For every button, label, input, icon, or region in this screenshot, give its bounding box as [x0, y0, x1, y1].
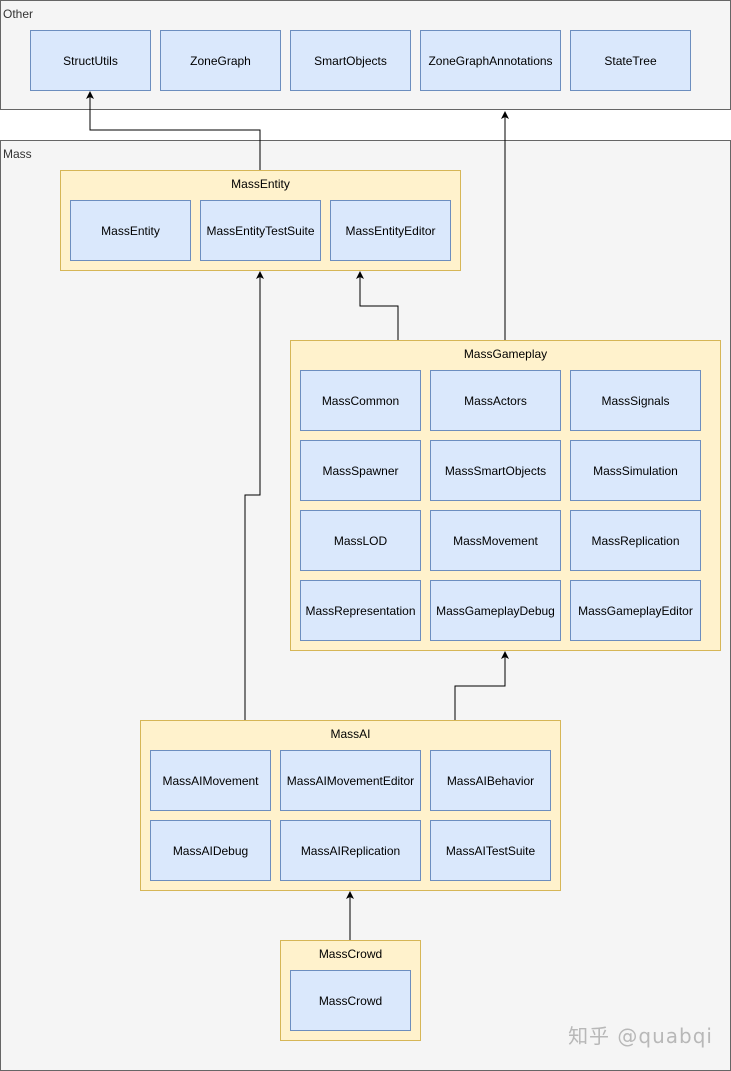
module-massmovement[interactable]: MassMovement [430, 510, 561, 571]
module-masssmartobjects[interactable]: MassSmartObjects [430, 440, 561, 501]
module-statetree[interactable]: StateTree [570, 30, 691, 91]
module-massentity[interactable]: MassEntity [70, 200, 191, 261]
module-smartobjects[interactable]: SmartObjects [290, 30, 411, 91]
module-massgameplayeditor[interactable]: MassGameplayEditor [570, 580, 701, 641]
mass-group-label: Mass [3, 147, 32, 161]
module-massreplication[interactable]: MassReplication [570, 510, 701, 571]
module-massgameplaydebug[interactable]: MassGameplayDebug [430, 580, 561, 641]
package-massgameplay-title: MassGameplay [463, 347, 548, 361]
module-massaitestsuite[interactable]: MassAITestSuite [430, 820, 551, 881]
module-masscrowd[interactable]: MassCrowd [290, 970, 411, 1031]
arrow-massentity-to-structutils [86, 91, 261, 170]
module-massactors[interactable]: MassActors [430, 370, 561, 431]
package-masscrowd-title: MassCrowd [318, 947, 383, 961]
arrow-massgameplay-to-massentity [356, 271, 399, 340]
module-masscommon[interactable]: MassCommon [300, 370, 421, 431]
module-zonegraph[interactable]: ZoneGraph [160, 30, 281, 91]
other-group-label: Other [3, 7, 34, 21]
module-zonegraphannotations[interactable]: ZoneGraphAnnotations [420, 30, 561, 91]
package-massai-title: MassAI [330, 727, 371, 741]
watermark: 知乎 @quabqi [568, 1024, 713, 1048]
module-massaidebug[interactable]: MassAIDebug [150, 820, 271, 881]
module-massspawner[interactable]: MassSpawner [300, 440, 421, 501]
module-masssimulation[interactable]: MassSimulation [570, 440, 701, 501]
module-massentitytestsuite[interactable]: MassEntityTestSuite [200, 200, 321, 261]
arrow-massai-to-massentity [244, 271, 264, 720]
module-massentityeditor[interactable]: MassEntityEditor [330, 200, 451, 261]
module-massaibehavior[interactable]: MassAIBehavior [430, 750, 551, 811]
module-massaimovement[interactable]: MassAIMovement [150, 750, 271, 811]
module-structutils[interactable]: StructUtils [30, 30, 151, 91]
module-massrepresentation[interactable]: MassRepresentation [300, 580, 421, 641]
module-masssignals[interactable]: MassSignals [570, 370, 701, 431]
arrow-massai-to-massgameplay [454, 651, 509, 720]
module-masslod[interactable]: MassLOD [300, 510, 421, 571]
module-massaireplication[interactable]: MassAIReplication [280, 820, 421, 881]
package-massentity-title: MassEntity [231, 177, 290, 191]
module-massaimovementeditor[interactable]: MassAIMovementEditor [280, 750, 421, 811]
